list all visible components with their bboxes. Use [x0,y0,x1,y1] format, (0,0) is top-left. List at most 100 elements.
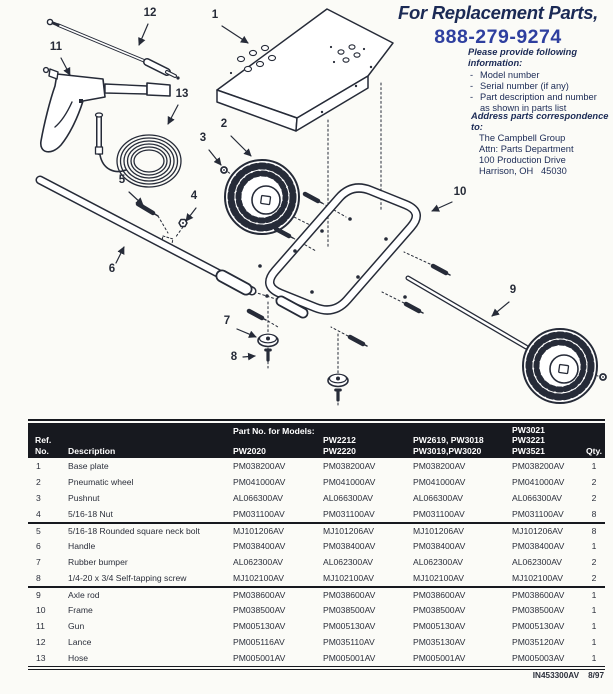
cell-part-pw2020: PM041000AV [233,477,286,487]
cell-part-pw2020: PM005130AV [233,621,286,631]
cell-description: Base plate [68,461,109,471]
callout-arrow-2 [230,135,252,157]
cell-part-pw2619: PM005001AV [413,653,466,663]
cell-part-pw2619: PM041000AV [413,477,466,487]
cell-part-pw3021: PM038500AV [512,605,565,615]
table-row: 2 Pneumatic wheel PM041000AV PM041000AV PM04… [28,474,605,490]
callout-number-7: 7 [224,315,230,327]
cell-part-pw2020: AL066300AV [233,493,284,503]
cell-part-pw2212: PM005130AV [323,621,376,631]
cell-description: Rubber bumper [68,557,128,567]
cell-description: Axle rod [68,590,100,600]
address-line: 100 Production Drive [479,155,566,165]
cell-part-pw2020: PM038200AV [233,461,286,471]
cell-part-pw3021: PM038400AV [512,541,565,551]
callout-number-6: 6 [109,263,115,275]
col-header-description: Description [68,445,116,456]
pushnut-rear [599,373,607,381]
ordering-notes: Please provide following information: Mo… [468,47,610,114]
base-plate [216,8,394,132]
col-header-pw2619: PW2619, PW3018 PW3019,PW3020 [413,435,484,456]
cell-part-pw2212: PM038200AV [323,461,376,471]
cell-part-pw2020: PM005116AV [233,637,285,647]
cell-part-pw2212: PM031100AV [323,509,375,519]
cell-ref: 3 [36,493,41,503]
table-row: 1 Base plate PM038200AV PM038200AV PM038200A… [28,458,605,474]
axle-rod [405,275,529,350]
callout-arrow-6 [115,246,125,264]
cell-part-pw3021: PM035120AV [512,637,565,647]
callout-number-2: 2 [221,118,227,130]
col-header-qty: Qty. [585,445,603,456]
callout-arrow-9 [491,301,510,317]
cell-part-pw2020: MJ102100AV [233,573,284,583]
cell-description: Lance [68,637,92,647]
table-row: 11 Gun PM005130AV PM005130AV PM005130AV PM005… [28,618,605,634]
cell-qty: 8 [591,526,597,536]
col-header-pw3021: PW3021 PW3221 PW3521 [512,424,545,456]
cell-part-pw2020: PM031100AV [233,509,285,519]
cell-qty: 1 [591,621,597,631]
cell-part-pw2212: MJ101206AV [323,526,374,536]
cell-part-pw2020: PM038400AV [233,541,286,551]
callout-number-4: 4 [191,190,198,202]
cell-part-pw2619: PM038400AV [413,541,466,551]
cell-ref: 7 [36,557,41,567]
cell-description: 1/4-20 x 3/4 Self-tapping screw [68,573,187,583]
cell-part-pw2212: PM038400AV [323,541,376,551]
hose-coil [94,112,182,188]
address-block: Address parts correspondence to: The Cam… [466,111,612,177]
cell-description: Gun [68,621,85,631]
cell-description: 5/16-18 Rounded square neck bolt [68,526,200,536]
address-line: The Campbell Group [479,133,566,143]
callout-arrow-1 [221,25,249,44]
cell-ref: 1 [36,461,41,471]
spray-gun [40,66,171,153]
cell-description: Pneumatic wheel [68,477,134,487]
address-heading: Address parts correspondence to: [471,111,609,132]
self-tapping-screws [264,348,342,402]
replacement-parts-header: For Replacement Parts, 888-279-9274 [392,2,604,49]
cell-part-pw2619: AL066300AV [413,493,464,503]
callout-number-11: 11 [50,41,63,53]
cell-part-pw2619: PM038200AV [413,461,466,471]
lance [46,18,180,80]
cell-part-pw2212: PM035110AV [323,637,375,647]
cell-part-pw3021: PM038200AV [512,461,565,471]
cell-ref: 11 [36,621,45,631]
cell-part-pw3021: PM005003AV [512,653,565,663]
document-number: IN453300AV [532,671,580,680]
callout-number-1: 1 [212,9,219,21]
rubber-bumpers [257,333,349,388]
cell-part-pw3021: PM038600AV [512,590,565,600]
cell-part-pw2212: PM041000AV [323,477,376,487]
cell-qty: 8 [591,509,597,519]
cell-part-pw2212: MJ102100AV [323,573,374,583]
cell-ref: 2 [36,477,41,487]
cell-ref: 4 [36,509,41,519]
cell-part-pw3021: MJ101206AV [512,526,563,536]
cell-part-pw3021: PM005130AV [512,621,565,631]
callout-number-9: 9 [510,284,516,296]
cell-part-pw3021: AL066300AV [512,493,563,503]
note-list: Model numberSerial number (if any)Part d… [468,70,610,114]
cell-part-pw2020: PM038600AV [233,590,286,600]
cell-ref: 10 [36,605,46,615]
callout-arrow-7 [236,328,257,338]
cell-qty: 1 [591,637,597,647]
callout-arrow-8 [242,352,256,361]
cell-qty: 1 [591,605,597,615]
cell-part-pw2212: PM005001AV [323,653,376,663]
cell-part-pw2619: PM005130AV [413,621,466,631]
notes-heading: Please provide following information: [468,47,578,68]
cell-description: Frame [68,605,93,615]
handle [35,175,309,319]
cell-part-pw2020: MJ101206AV [233,526,284,536]
cell-part-pw3021: AL062300AV [512,557,563,567]
